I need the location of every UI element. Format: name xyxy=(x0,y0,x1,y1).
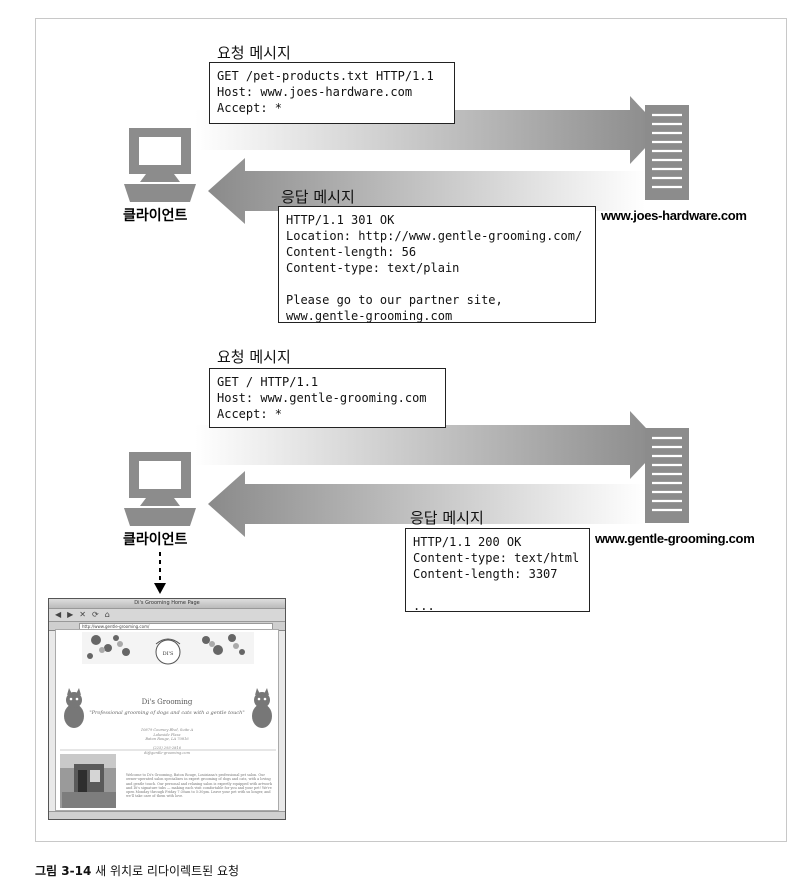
response-label-1: 응답 메시지 xyxy=(281,188,355,206)
client-computer-icon-2 xyxy=(124,452,196,526)
server-label-2: www.gentle-grooming.com xyxy=(595,531,755,546)
server-icon-1 xyxy=(645,105,689,200)
request-line: Accept: * xyxy=(217,407,283,421)
site-address: 10879 Coursey Blvd, Suite A Lakeside Pla… xyxy=(140,728,194,755)
request-arrow-2 xyxy=(195,411,662,479)
response-line: Content-type: text/plain xyxy=(286,261,460,275)
figure-frame xyxy=(35,18,787,842)
page-graphics: DI'S xyxy=(60,632,276,808)
response-label-2: 응답 메시지 xyxy=(410,509,484,527)
client-label-1: 클라이언트 xyxy=(123,208,188,224)
dashed-arrow-to-browser xyxy=(154,552,166,594)
request-label-2: 요청 메시지 xyxy=(217,348,291,366)
response-line xyxy=(286,276,588,292)
response-line xyxy=(413,582,582,598)
response-line: HTTP/1.1 200 OK xyxy=(413,535,522,549)
figure-caption-text: 새 위치로 리다이렉트된 요청 xyxy=(95,864,240,878)
figure-caption: 그림 3-14 새 위치로 리다이렉트된 요청 xyxy=(35,862,239,879)
svg-text:DI'S: DI'S xyxy=(163,651,174,657)
site-title: Di's Grooming xyxy=(141,698,193,706)
request-line: Host: www.joes-hardware.com xyxy=(217,85,413,99)
response-message-1: HTTP/1.1 301 OK Location: http://www.gent… xyxy=(278,206,596,323)
response-line: Content-type: text/html xyxy=(413,551,580,565)
request-line: Host: www.gentle-grooming.com xyxy=(217,391,427,405)
browser-page: DI'S Di's Grooming "Professional groomin… xyxy=(55,629,279,811)
response-line: Content-length: 3307 xyxy=(413,567,558,581)
response-line: ... xyxy=(413,599,435,613)
browser-toolbar: ◀▶✕⟳⌂ xyxy=(49,609,285,622)
server-label-1: www.joes-hardware.com xyxy=(601,208,747,223)
browser-status-bar xyxy=(49,811,285,819)
site-body-text: Welcome to Di's Grooming, Baton Rouge, L… xyxy=(126,773,272,799)
site-tagline: "Professional grooming of dogs and cats … xyxy=(89,710,245,716)
server-icon-2 xyxy=(645,428,689,523)
request-line: Accept: * xyxy=(217,101,283,115)
response-line: www.gentle-grooming.com xyxy=(286,309,453,323)
client-computer-icon-1 xyxy=(124,128,196,202)
response-line: HTTP/1.1 301 OK xyxy=(286,213,395,227)
response-arrow-2 xyxy=(208,471,645,537)
request-line: GET / HTTP/1.1 xyxy=(217,375,319,389)
browser-window: Di's Grooming Home Page ◀▶✕⟳⌂ http://www… xyxy=(48,598,286,820)
response-line: Content-length: 56 xyxy=(286,245,417,259)
figure-number: 그림 3-14 xyxy=(35,864,92,878)
client-label-2: 클라이언트 xyxy=(123,532,188,548)
browser-title-bar: Di's Grooming Home Page xyxy=(49,599,285,609)
response-line: Location: http://www.gentle-grooming.com… xyxy=(286,229,583,243)
request-label-1: 요청 메시지 xyxy=(217,44,291,62)
response-line: Please go to our partner site, xyxy=(286,293,503,307)
request-line: GET /pet-products.txt HTTP/1.1 xyxy=(217,69,434,83)
